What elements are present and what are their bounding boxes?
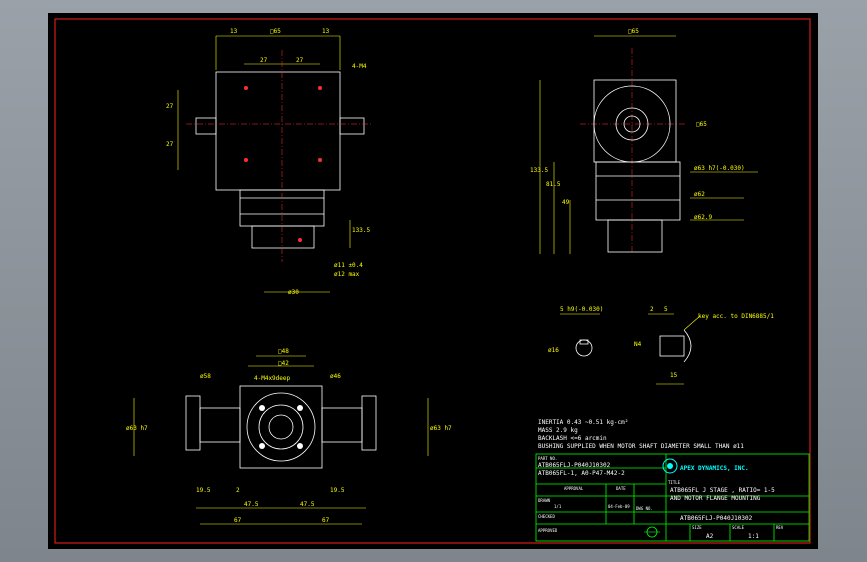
dim-label: □65 bbox=[270, 28, 281, 35]
dim-label: 27 bbox=[166, 103, 174, 110]
dim-label: 5 h9(-0.030) bbox=[560, 306, 603, 313]
view-front-right bbox=[593, 79, 681, 253]
dim-label: ø63 h7(-0.030) bbox=[694, 165, 745, 172]
dim-label: 15 bbox=[670, 372, 678, 379]
dim-label: 27 bbox=[166, 141, 174, 148]
tb-scale-value: 1:1 bbox=[748, 533, 759, 540]
dim-label: 4-M4 bbox=[352, 63, 367, 70]
center-lines bbox=[186, 48, 686, 262]
dim-label: 133.5 bbox=[352, 227, 370, 234]
dim-label: ø30 bbox=[288, 289, 299, 296]
spec-backlash: BACKLASH <=6 arcmin bbox=[538, 435, 607, 442]
dim-label: 67 bbox=[234, 517, 242, 524]
dimension-labels: 13 □65 13 27 27 4-M4 27 27 ø11 ±0.4 ø12 … bbox=[126, 28, 774, 524]
tb-checked-label: CHECKED bbox=[538, 514, 555, 519]
tb-part-no-2: ATB065FL-1, A0-P47-M42-2 bbox=[538, 470, 625, 477]
detail-key-dims bbox=[560, 313, 701, 385]
dim-label: 27 bbox=[260, 57, 268, 64]
dim-label: ø63 h7 bbox=[126, 425, 148, 432]
flange-holes bbox=[259, 405, 303, 449]
view-flange-dims bbox=[133, 355, 429, 525]
spec-notes: INERTIA 0.43 ~0.51 kg-cm² MASS 2.9 kg BA… bbox=[538, 419, 744, 450]
dim-label: ø12 max bbox=[334, 271, 360, 278]
tb-part-no-label: PART NO. bbox=[538, 456, 557, 461]
dim-label: ø62 bbox=[694, 191, 705, 198]
drawing-sheet bbox=[48, 13, 818, 549]
tb-dwg-no: ATB065FLJ-P040J10302 bbox=[680, 515, 753, 522]
detail-key-views bbox=[575, 329, 692, 363]
dim-label: ø63 h7 bbox=[430, 425, 452, 432]
view-side-left-dims bbox=[177, 35, 351, 293]
tb-title-label: TITLE bbox=[668, 480, 681, 485]
tb-approved-label: APPROVED bbox=[538, 528, 558, 533]
tb-rev-label: REV bbox=[776, 525, 784, 530]
title-block-text: PART NO. ATB065FLJ-P040J10302 ATB065FL-1… bbox=[538, 456, 784, 540]
tb-part-no-1: ATB065FLJ-P040J10302 bbox=[538, 462, 611, 469]
dim-label: 47.5 bbox=[244, 501, 259, 508]
dim-label: □48 bbox=[278, 348, 289, 355]
tb-date-label: DATE bbox=[616, 486, 626, 491]
dim-label: 2 bbox=[236, 487, 240, 494]
company-logo bbox=[644, 458, 678, 538]
dim-label: N4 bbox=[634, 341, 642, 348]
dim-label: key acc. to DIN6885/1 bbox=[698, 313, 774, 320]
dim-label: 133.5 bbox=[530, 167, 548, 174]
tb-drawn-value: 1/1 bbox=[554, 504, 562, 509]
dim-label: 81.5 bbox=[546, 181, 561, 188]
tb-scale-label: SCALE bbox=[732, 525, 745, 530]
dim-label: 47.5 bbox=[300, 501, 315, 508]
dim-label: 5 bbox=[664, 306, 668, 313]
dim-label: 67 bbox=[322, 517, 330, 524]
title-block bbox=[535, 453, 810, 542]
dim-label: 13 bbox=[230, 28, 238, 35]
tb-title-1: ATB065FL J STAGE , RATIO= 1-5 bbox=[670, 487, 775, 494]
dim-label: □65 bbox=[628, 28, 639, 35]
tb-approval-label: APPROVAL bbox=[564, 486, 584, 491]
tb-title-2: AND MOTOR FLANGE MOUNTING bbox=[670, 495, 761, 502]
dim-label: ø11 ±0.4 bbox=[334, 262, 363, 269]
tb-size-label: SIZE bbox=[692, 525, 702, 530]
dim-label: ø62.9 bbox=[694, 214, 712, 221]
dim-label: 19.5 bbox=[330, 487, 345, 494]
tb-drawn-label: DRAWN bbox=[538, 498, 551, 503]
tb-company: APEX DYNAMICS, INC. bbox=[680, 465, 749, 472]
view-flange-bottom bbox=[185, 385, 377, 469]
dim-label: 4-M4x9deep bbox=[254, 375, 291, 382]
spec-mass: MASS 2.9 kg bbox=[538, 427, 578, 434]
dim-label: ø58 bbox=[200, 373, 211, 380]
tb-dwg-no-label: DWG NO. bbox=[636, 506, 653, 511]
dim-label: □42 bbox=[278, 360, 289, 367]
dim-label: 13 bbox=[322, 28, 330, 35]
dim-label: □65 bbox=[696, 121, 707, 128]
dim-label: 2 bbox=[650, 306, 654, 313]
view-side-left bbox=[195, 71, 365, 249]
bolt-holes bbox=[244, 86, 322, 242]
dim-label: 49 bbox=[562, 199, 570, 206]
view-front-right-dims bbox=[539, 35, 758, 254]
dim-label: ø46 bbox=[330, 373, 341, 380]
spec-inertia: INERTIA 0.43 ~0.51 kg-cm² bbox=[538, 419, 628, 426]
sheet-border bbox=[54, 18, 811, 544]
tb-size-value: A2 bbox=[706, 533, 714, 540]
dim-label: 19.5 bbox=[196, 487, 211, 494]
tb-date-value: 04-Feb-09 bbox=[608, 504, 630, 509]
spec-bushing: BUSHING SUPPLIED WHEN MOTOR SHAFT DIAMET… bbox=[538, 443, 744, 450]
dim-label: 27 bbox=[296, 57, 304, 64]
dim-label: ø16 bbox=[548, 347, 559, 354]
